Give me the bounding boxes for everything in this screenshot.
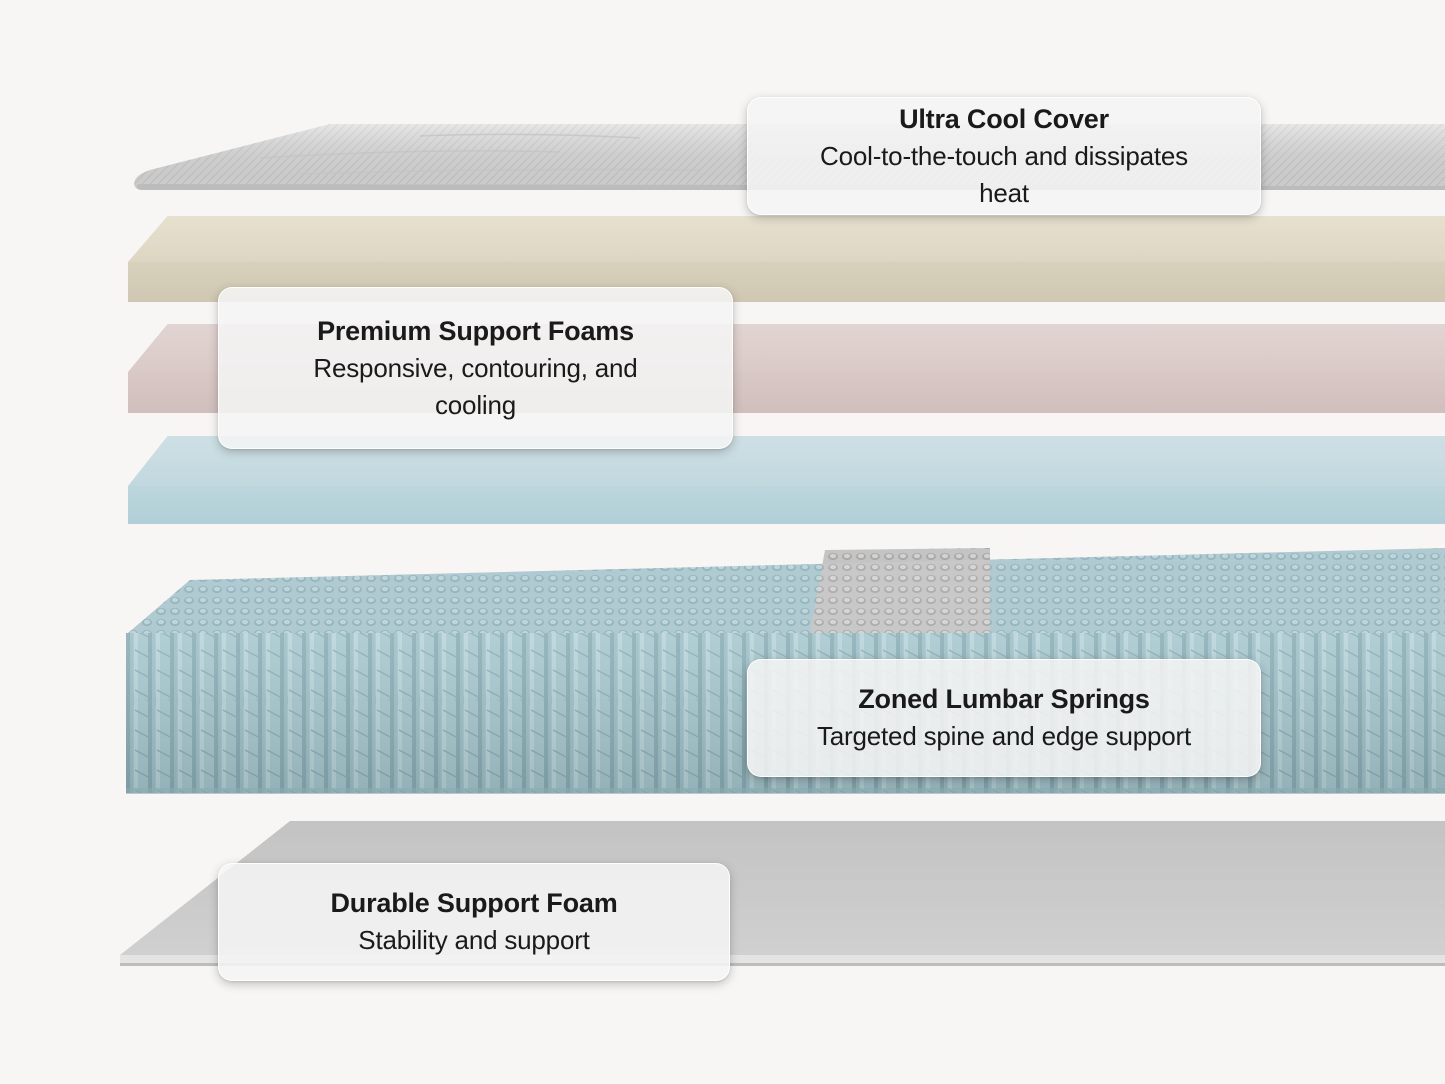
beige-foam-layer [128,216,1445,302]
callout-durable-support-foam: Durable Support Foam Stability and suppo… [218,863,730,981]
callout-title: Ultra Cool Cover [899,103,1109,134]
blue-foam-layer [128,436,1445,524]
callout-title: Durable Support Foam [330,888,618,918]
blue-foam-front [128,486,1445,524]
callout-description: Targeted spine and edge support [817,721,1191,751]
callout-premium-support-foams: Premium Support Foams Responsive, contou… [218,287,733,449]
callout-title: Premium Support Foams [317,315,634,346]
callout-title: Zoned Lumbar Springs [858,684,1150,714]
callout-ultra-cool-cover: Ultra Cool Cover Cool-to-the-touch and d… [747,97,1261,215]
callout-description: Cool-to-the-touch and dissipates heat [820,140,1188,208]
beige-foam-top [128,216,1445,262]
callout-description: Responsive, contouring, and cooling [313,352,638,420]
callout-description: Stability and support [358,925,590,955]
callout-zoned-lumbar-springs: Zoned Lumbar Springs Targeted spine and … [747,659,1261,777]
